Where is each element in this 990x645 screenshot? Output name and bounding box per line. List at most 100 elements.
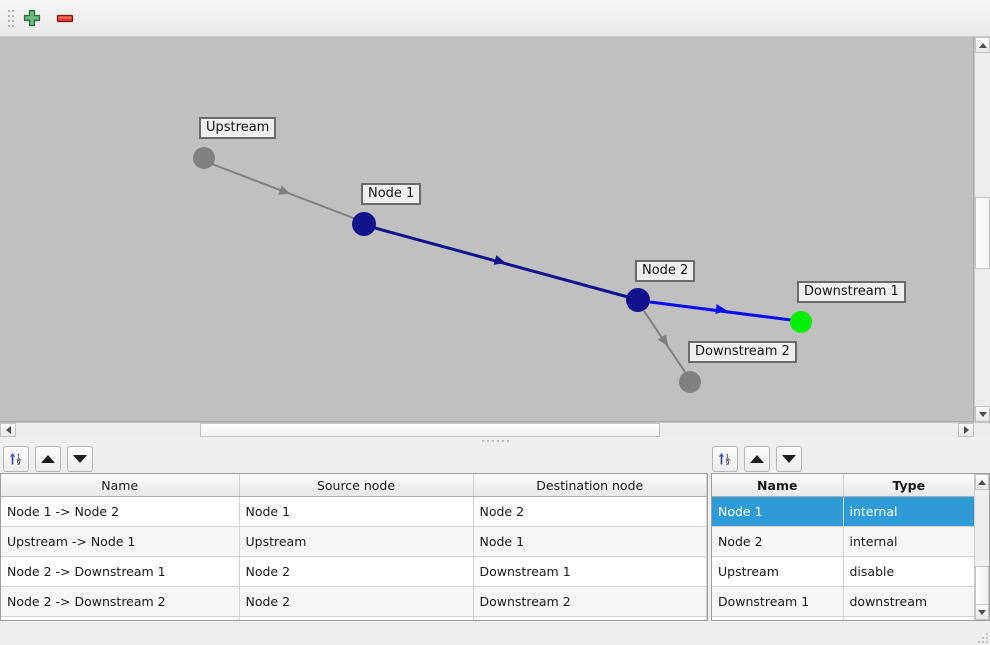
horizontal-splitter[interactable] xyxy=(0,437,990,445)
graph-node-downstream1[interactable] xyxy=(790,311,812,333)
node-layer xyxy=(193,147,812,393)
sort-ascending-icon: 1 9 xyxy=(718,453,731,467)
edges-table-cell-source[interactable]: Node 2 xyxy=(239,586,474,617)
graph-node-node1[interactable] xyxy=(352,212,376,236)
nodes-table-cell-name[interactable]: Node 1 xyxy=(712,496,844,527)
nodes-table-cell-type[interactable]: disable xyxy=(843,556,975,587)
nodes-table-empty-row xyxy=(712,616,975,620)
nodes-move-up-button[interactable] xyxy=(744,446,770,472)
edges-table-column-header[interactable]: Destination node xyxy=(473,474,707,497)
edges-table-empty-cell xyxy=(473,616,707,620)
edges-table-cell-source[interactable]: Upstream xyxy=(239,526,474,557)
edge-layer xyxy=(211,163,792,373)
toolbar-drag-grip[interactable] xyxy=(4,7,14,29)
graph-vertical-scrollbar[interactable] xyxy=(974,37,990,422)
triangle-down-icon xyxy=(782,455,796,463)
edges-table-cell-destination[interactable]: Node 1 xyxy=(473,526,707,557)
edges-sort-button[interactable]: 1 9 xyxy=(3,446,29,472)
nodes-table-cell-name[interactable]: Downstream 1 xyxy=(712,586,844,617)
edges-table-cell-name[interactable]: Node 1 -> Node 2 xyxy=(1,496,240,527)
edges-pane-toolbar: 1 9 xyxy=(3,445,93,473)
scroll-up-button[interactable] xyxy=(975,37,990,53)
window-resize-grip[interactable] xyxy=(976,631,988,643)
remove-button[interactable] xyxy=(50,3,80,33)
triangle-right-icon xyxy=(963,426,969,434)
edges-table-cell-destination[interactable]: Downstream 2 xyxy=(473,586,707,617)
nodes-table-cell-type[interactable]: internal xyxy=(843,496,975,527)
graph-node-node2[interactable] xyxy=(626,288,650,312)
graph-horizontal-scrollbar[interactable] xyxy=(0,422,990,437)
scroll-left-button[interactable] xyxy=(0,423,16,437)
triangle-down-icon xyxy=(73,455,87,463)
scroll-right-button[interactable] xyxy=(958,423,974,437)
graph-node-upstream[interactable] xyxy=(193,147,215,169)
nodes-move-down-button[interactable] xyxy=(776,446,802,472)
edges-table-cell-destination[interactable]: Downstream 1 xyxy=(473,556,707,587)
nodes-pane-toolbar: 1 9 xyxy=(712,445,802,473)
node-label-node1[interactable]: Node 1 xyxy=(361,183,422,205)
edges-move-down-button[interactable] xyxy=(67,446,93,472)
scroll-down-button[interactable] xyxy=(975,406,990,422)
triangle-up-icon xyxy=(978,42,987,48)
add-button[interactable] xyxy=(17,3,47,33)
node-label-downstream2[interactable]: Downstream 2 xyxy=(688,341,797,363)
nodes-table-cell-name[interactable]: Upstream xyxy=(712,556,844,587)
node-label-node2[interactable]: Node 2 xyxy=(635,260,696,282)
edges-table-column-header[interactable]: Source node xyxy=(239,474,474,497)
svg-text:9: 9 xyxy=(726,460,730,467)
nodes-scroll-up-button[interactable] xyxy=(975,474,989,490)
triangle-up-icon xyxy=(750,455,764,463)
nodes-table-column-header[interactable]: Type xyxy=(843,474,975,497)
svg-text:9: 9 xyxy=(17,460,21,467)
edge-arrow-node2-downstream2 xyxy=(657,334,669,347)
edges-table-cell-source[interactable]: Node 1 xyxy=(239,496,474,527)
sort-ascending-icon: 1 9 xyxy=(9,453,22,467)
graph-hscroll-thumb[interactable] xyxy=(200,423,660,437)
nodes-table-cell-name[interactable]: Node 2 xyxy=(712,526,844,557)
edges-table-cell-destination[interactable]: Node 2 xyxy=(473,496,707,527)
splitter-grip xyxy=(481,440,509,442)
edges-table-cell-name[interactable]: Upstream -> Node 1 xyxy=(1,526,240,557)
edges-table-cell-name[interactable]: Node 2 -> Downstream 1 xyxy=(1,556,240,587)
nodes-sort-button[interactable]: 1 9 xyxy=(712,446,738,472)
nodes-table-cell-type[interactable]: downstream xyxy=(843,586,975,617)
svg-text:1: 1 xyxy=(726,453,730,460)
edge-arrow-upstream-node1 xyxy=(278,185,291,195)
nodes-table-column-header[interactable]: Name xyxy=(712,474,844,497)
edges-move-up-button[interactable] xyxy=(35,446,61,472)
edges-table-cell-name[interactable]: Node 2 -> Downstream 2 xyxy=(1,586,240,617)
edges-table-empty-cell xyxy=(1,616,240,620)
nodes-table-scrollbar[interactable] xyxy=(974,474,989,620)
graph-vscroll-thumb[interactable] xyxy=(975,197,990,269)
nodes-table-empty-cell xyxy=(712,616,844,620)
graph-node-downstream2[interactable] xyxy=(679,371,701,393)
node-label-downstream1[interactable]: Downstream 1 xyxy=(797,281,906,303)
graph-drawing[interactable] xyxy=(0,37,974,422)
edges-table-empty-cell xyxy=(239,616,474,620)
main-toolbar xyxy=(0,0,990,37)
edges-table-cell-source[interactable]: Node 2 xyxy=(239,556,474,587)
node-label-upstream[interactable]: Upstream xyxy=(199,117,277,139)
nodes-table-cell-type[interactable]: internal xyxy=(843,526,975,557)
edges-table-column-header[interactable]: Name xyxy=(1,474,240,497)
nodes-scroll-down-button[interactable] xyxy=(975,604,989,620)
edge-arrow-node2-downstream1 xyxy=(715,304,727,314)
nodes-scroll-thumb[interactable] xyxy=(975,566,989,606)
